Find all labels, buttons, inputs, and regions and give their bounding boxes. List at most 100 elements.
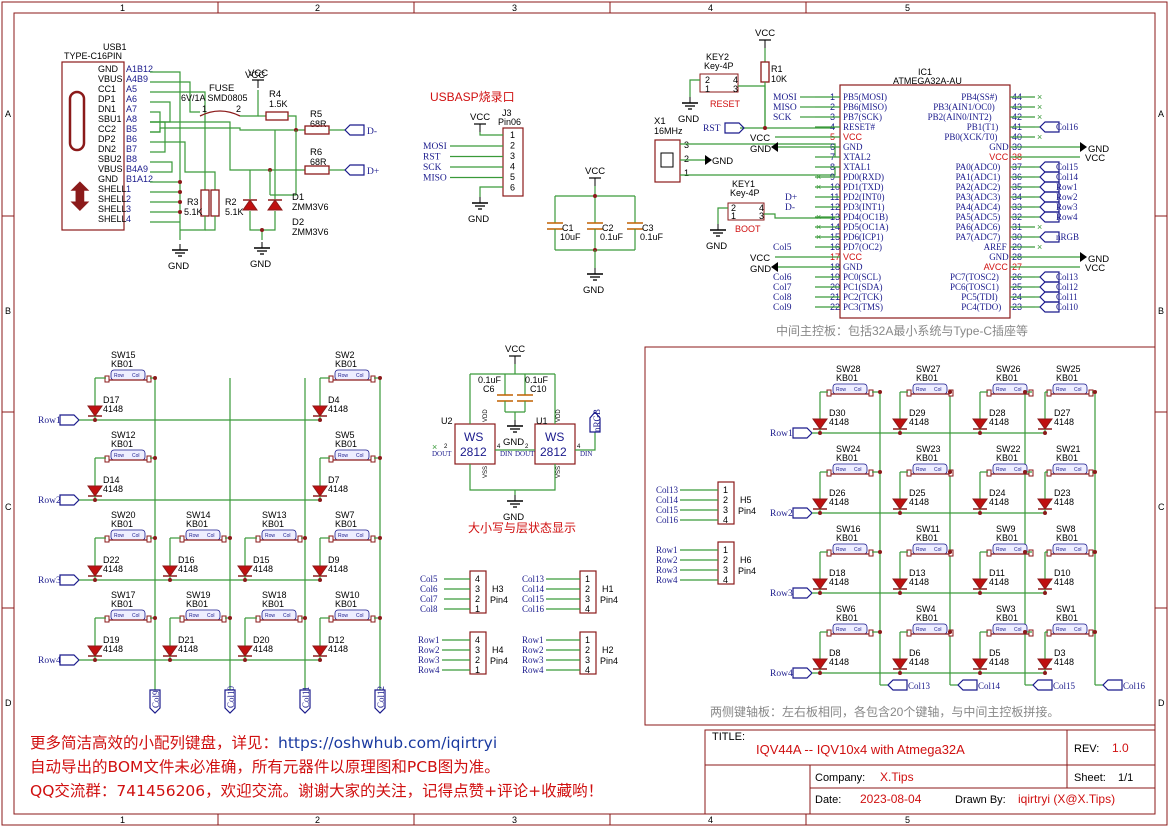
ic1-pin-name: GND [843,262,863,272]
diode-symbol [87,565,103,577]
no-connect-mark: × [1037,92,1042,102]
no-connect-mark: × [816,212,821,222]
header-pin: 4 [723,575,728,585]
header-net: Col14 [522,584,545,594]
svg-text:Col: Col [854,547,862,553]
junction-dot [93,418,97,422]
net-port [792,507,813,519]
ic1-net: Col8 [773,293,792,303]
vcc-symbol [252,79,264,88]
gnd-label: GND [583,285,604,296]
svg-text:Row: Row [114,373,124,379]
junction-dot [878,630,882,634]
svg-text:Col: Col [854,467,862,473]
junction-dot [243,658,247,662]
switch-value: KB01 [916,373,938,383]
gnd-symbol [507,495,523,508]
diode-symbol [972,578,988,590]
junction-dot [178,180,182,184]
diode-symbol [87,485,103,497]
diode-symbol [267,199,283,211]
key2-body [699,73,739,93]
ic1-net: SCK [773,113,792,123]
wire [270,130,297,196]
usb-cc1-wire [150,91,206,190]
frame-col-label: 4 [708,3,713,13]
header-net: Col15 [656,505,679,515]
no-connect-mark: × [1037,222,1042,232]
svg-text:Row: Row [836,467,846,473]
svg-text:Row: Row [338,453,348,459]
col-net: Col13 [908,681,931,691]
switch-value: KB01 [335,439,357,449]
ic1-net: D- [785,203,795,213]
j3-net: RST [423,153,441,163]
switch-ref: SW15 [111,350,136,360]
j3-net: MISO [423,174,447,184]
row-net: Row1 [38,416,61,426]
u2-dout: DOUT [432,450,452,458]
no-connect-mark: × [816,222,821,232]
diode-value: 4148 [1054,657,1074,667]
junction-dot [978,511,982,515]
header-net: Row2 [522,645,544,655]
row-net: Row2 [770,509,793,519]
net-port [59,654,80,666]
u2-part: WS [464,430,483,444]
diode-symbol [1037,418,1053,430]
frame-col-label: 1 [120,3,125,13]
rgb-caption: 大小写与层状态显示 [468,521,576,535]
diode-symbol [812,578,828,590]
diode-symbol [812,658,828,670]
ic1-net: MOSI [773,93,797,103]
junction-dot [818,671,822,675]
diode-symbol [162,645,178,657]
net-port [887,679,908,691]
usb-pin-number: 3 [126,204,131,214]
diode-ref: D15 [253,555,270,565]
gnd-label: GND [468,214,489,225]
x1-pin: 1 [684,168,689,178]
ic1-pin-name: PB0(XCK/T0) [944,132,997,142]
wire [689,79,700,97]
diode-value: 4148 [328,484,348,494]
header-net: Col16 [656,515,679,525]
oshwhub-link[interactable]: https://oshwhub.com/iqirtryi [278,734,498,752]
net-port [59,414,80,426]
switch-value: KB01 [996,613,1018,623]
j3-pin: 2 [510,141,515,151]
key1-pin: 2 [731,203,736,213]
switch-value: KB01 [186,599,208,609]
switch-ref: SW21 [1056,444,1081,454]
header-pin: 2 [723,495,728,505]
diode-ref: D23 [1054,488,1071,498]
diode-ref: D24 [989,488,1006,498]
key1-pin: 1 [731,211,736,221]
header-net: Row4 [418,665,440,675]
wire [249,211,276,231]
junction-dot [178,210,182,214]
r5-value: 68R [310,119,327,129]
header-net: Col13 [656,485,679,495]
frame-col-label: 5 [905,3,910,13]
diode-value: 4148 [829,657,849,667]
switch-value: KB01 [262,599,284,609]
frame-col-label: 3 [512,3,517,13]
svg-text:Row: Row [996,467,1006,473]
diode-value: 4148 [253,644,273,654]
usb-pin-name: SHELL [98,204,127,214]
ic1-pin-name: PA4(ADC4) [956,202,1001,212]
junction-dot [1043,431,1047,435]
frame-col-label: 5 [905,815,910,825]
frame-col-label: 3 [512,815,517,825]
ic1-net: Col12 [1056,282,1078,292]
crystal-body [654,139,681,183]
diode-symbol [162,565,178,577]
diode-symbol [1037,658,1053,670]
ic1-pin-name: PD7(OC2) [843,242,882,252]
u1-ref: U1 [536,416,548,426]
